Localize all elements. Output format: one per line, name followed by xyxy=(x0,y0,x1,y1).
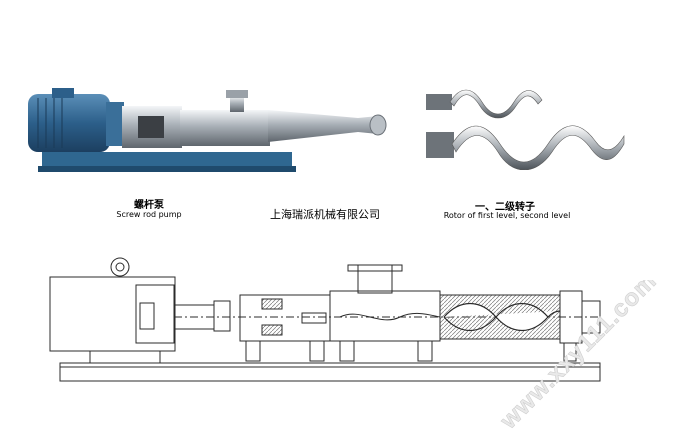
pump-cross-section-drawing xyxy=(49,257,601,382)
rotor-caption-cn: 一、二级转子 xyxy=(475,202,535,213)
watermark-text: www.xxy111.com xyxy=(500,280,662,435)
screw-pump-photo xyxy=(28,88,387,172)
company-name: 上海瑞派机械有限公司 xyxy=(270,208,380,221)
watermark: www.xxy111.com xyxy=(500,280,662,435)
pump-caption-cn: 螺杆泵 xyxy=(134,200,164,211)
rotor-caption-en: Rotor of first level, second level xyxy=(443,211,571,220)
rotors-photo xyxy=(426,89,625,170)
pump-caption-en: Screw rod pump xyxy=(116,210,182,219)
